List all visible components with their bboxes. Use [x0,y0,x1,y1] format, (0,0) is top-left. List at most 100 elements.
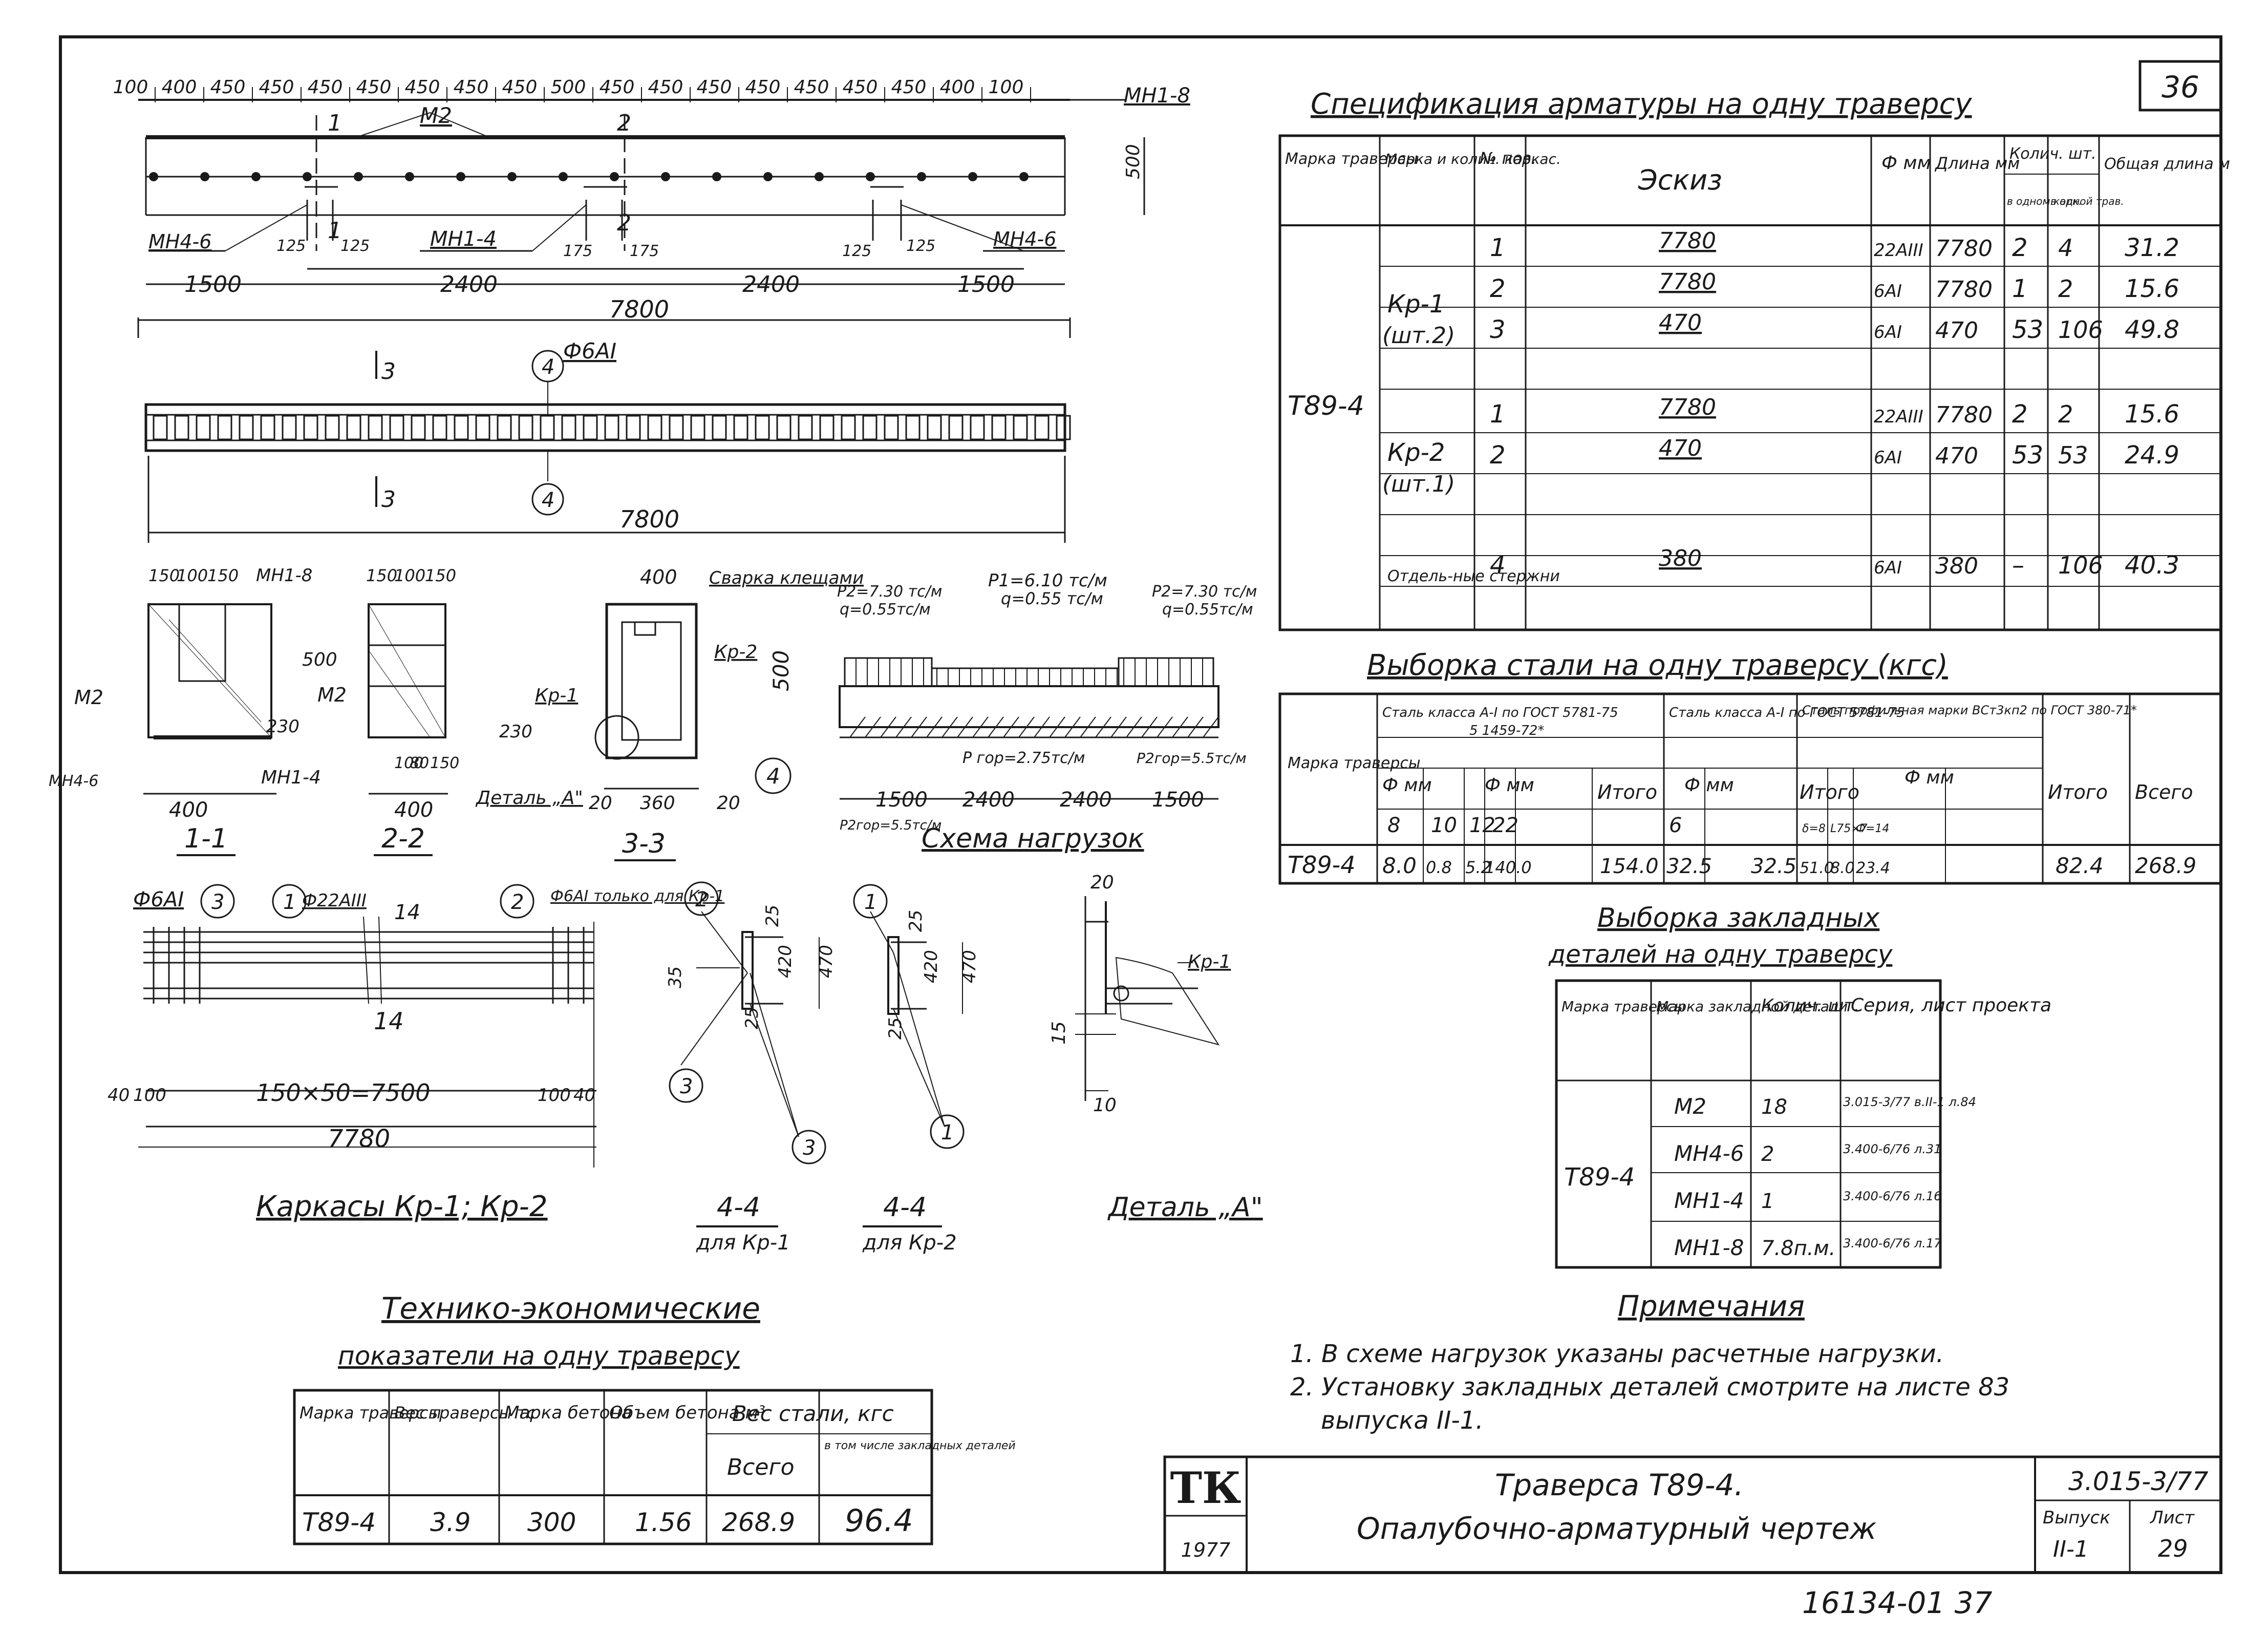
sec-dim-3: 150 [366,566,397,585]
top-dim-12: 450 [697,77,732,98]
embed-qty-3: 7.8п.м. [1761,1237,1835,1260]
spec-total: 24.9 [2125,441,2179,470]
stirrup [1056,415,1071,440]
spec-qty-1: (шт.1) [1382,471,1455,497]
steel-border [1278,692,2222,885]
grid-line [1110,716,1127,738]
stirrup [604,415,619,440]
embed-mark-0: М2 [1674,1094,1706,1119]
top-dim-16: 450 [891,77,927,98]
detail-a-drawing [1075,896,1220,1101]
spec-pos: 3 [1490,315,1506,344]
spec-dia: 6АI [1874,448,1902,468]
sec-dim-10: МН1-4 [261,767,321,788]
s44-title1: 4-4 [717,1192,760,1223]
embed-title1: Выборка закладных [1597,903,1880,934]
note-3: выпуска II-1. [1321,1406,1483,1435]
notes-title: Примечания [1618,1290,1805,1323]
grid-line [1141,716,1158,738]
frame-callout-0: 3 [211,890,224,914]
anchor-dot [251,172,261,181]
load-label-8: P2гор=5.5тс/м [840,818,942,833]
section-mark-1a: 1 [328,110,342,136]
section-3-bottom: 3 [381,486,396,513]
embed-series-3: 3.400-6/76 л.17 [1843,1236,1942,1250]
steel-row-4: 140.0 [1485,858,1532,877]
s44-callout-1: 3 [680,1075,693,1098]
top-dim-13: 450 [745,77,781,98]
stirrup [841,415,856,440]
stirrup [862,415,878,440]
s44-dim-7: 470 [959,950,980,983]
callout-4-top-text: 4 [542,355,554,379]
spec-dia: 22АIII [1874,240,1923,261]
stirrup [712,415,727,440]
grid-line [1126,716,1142,738]
frame-callout-circle [200,884,235,919]
grid-line [911,716,927,738]
stirrup [991,415,1007,440]
steel-dia-3: 22 [1492,814,1518,837]
spec-total: 15.6 [2125,400,2179,429]
sheet-number-box [2138,60,2222,112]
callout-4-bottom [531,483,564,516]
steel-h-d4: Ф мм [1905,767,1954,788]
stirrup [540,415,555,440]
spec-q2: 106 [2058,552,2103,579]
tech-h-2: Марка бетона [504,1403,632,1423]
steel-h-mark: Марка траверсы [1288,754,1421,772]
anchor-dot [303,172,312,181]
stirrup [798,415,813,440]
steel-h-d3: Ф мм [1684,775,1734,796]
spec-traverse: Т89-4 [1288,391,1364,421]
spec-sh-1: в одной трав. [2050,195,2124,207]
title-block [1163,1455,2222,1574]
spec-sketch: 7780 [1659,269,1716,295]
top-dim-2: 450 [210,77,246,98]
lower-dim-1: 2400 [440,271,498,298]
small-dim-0: 125 [276,237,306,255]
height-dim: 500 [1123,144,1144,179]
load-label-2: P1=6.10 тс/м [988,570,1107,591]
steel-row-1: 8.0 [1382,853,1417,878]
spec-len: 7780 [1935,236,1993,262]
spec-qty-0: (шт.2) [1382,323,1455,349]
top-dim-0: 100 [113,77,148,98]
s44-sub1: для Кр-1 [696,1231,790,1255]
stirrup [196,415,211,440]
grid-line [849,716,866,738]
mn1-4: МН1-4 [430,227,497,251]
stirrup [475,415,490,440]
anchor-dot [815,172,824,181]
spec-q2: 53 [2058,441,2088,469]
spec-sketch: 7780 [1659,228,1716,254]
spec-len: 470 [1935,317,1978,344]
embed-series-1: 3.400-6/76 л.31 [1843,1142,1941,1156]
frame-callout-1: 1 [283,890,296,914]
spec-pos: 1 [1490,400,1506,429]
callout-4-s3 [755,757,791,794]
anchor-dot [968,172,977,181]
spec-pos: 2 [1490,274,1506,303]
lower-dim-3: 1500 [957,271,1015,298]
rebar-f6ai: Ф6АI [563,338,616,364]
plan-view [144,381,1071,543]
s3-kr2: Кр-2 [714,642,757,663]
grid-line [972,716,989,738]
load-label-7: P2гор=5.5тс/м [1137,750,1247,767]
m2-label: М2 [420,103,452,128]
mn1-8-label: МН1-8 [1124,84,1190,108]
stirrup [389,415,404,440]
embed-qty-2: 1 [1761,1190,1774,1213]
spec-h-0: Марка траверсы [1285,150,1418,168]
steel-row-5: 154.0 [1600,855,1659,878]
stirrup [970,415,985,440]
spec-frame-0: Кр-1 [1387,290,1445,319]
steel-title: Выборка стали на одну траверсу (кгс) [1367,649,1948,682]
embed-h-3: Серия, лист проекта [1851,995,2051,1016]
load-label-5: q=0.55тс/м [1162,601,1253,619]
s44-callout-2: 3 [803,1136,816,1160]
